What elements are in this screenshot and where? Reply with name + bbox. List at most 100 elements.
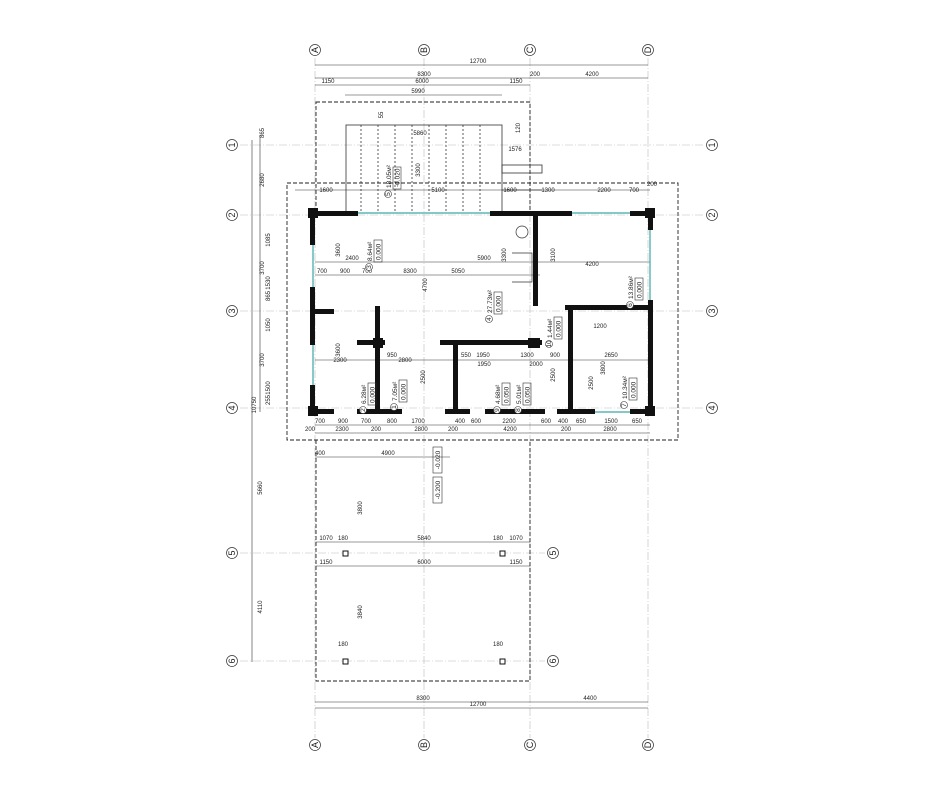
dimension-label: 1600 [319, 188, 333, 194]
wall-segment [357, 340, 385, 345]
walls [308, 208, 655, 416]
dimension-label: 3300 [416, 163, 422, 177]
wall-segment [648, 210, 653, 230]
dimension-label: 4200 [585, 72, 599, 78]
columns [342, 550, 506, 665]
dimension-label: 200 [530, 72, 541, 78]
level-mark: -0.020 [432, 446, 443, 474]
svg-text:7: 7 [621, 403, 628, 407]
wall-segment [308, 406, 318, 416]
dimension-label: 1200 [593, 324, 607, 330]
dimension-label: 2800 [603, 427, 617, 433]
svg-text:B: B [419, 47, 429, 53]
dimension-label: 3300 [502, 248, 508, 262]
dimension-label: 3600 [336, 243, 342, 257]
dimension-label: 1950 [476, 353, 490, 359]
dimension-label: 2200 [502, 419, 516, 425]
dimension-label: 1150 [510, 79, 524, 85]
dimension-label: 3700 [260, 353, 266, 367]
dimension-label: 200 [448, 427, 459, 433]
axis-bubble-3: 3 [706, 305, 718, 317]
axis-bubble-3: 3 [226, 305, 238, 317]
dimension-label: 2300 [333, 358, 347, 364]
svg-text:D: D [643, 741, 653, 748]
dimension-label: 5050 [451, 269, 465, 275]
dimension-label: 3100 [551, 248, 557, 262]
dimension-label: 650 [576, 419, 587, 425]
dimension-label: 700 [629, 188, 640, 194]
svg-text:7.05м²: 7.05м² [392, 381, 399, 401]
dimension-label: 6000 [415, 79, 429, 85]
dimension-label: 1576 [508, 147, 522, 153]
dimension-label: 200 [561, 427, 572, 433]
svg-text:2: 2 [360, 408, 367, 412]
dimension-label: 5990 [411, 89, 425, 95]
dimension-label: 800 [387, 419, 398, 425]
svg-text:4: 4 [486, 317, 493, 321]
axis-bubble-B: B [418, 44, 430, 56]
svg-text:4: 4 [227, 405, 237, 410]
svg-text:8: 8 [515, 408, 522, 412]
svg-text:0.000: 0.000 [370, 386, 377, 403]
dimension-label: 8300 [403, 269, 417, 275]
wall-segment [310, 210, 315, 245]
svg-text:0.000: 0.000 [556, 320, 563, 337]
dimension-label: 5860 [413, 131, 427, 137]
axis-bubble-2: 2 [226, 209, 238, 221]
svg-text:18.05м²: 18.05м² [386, 164, 393, 188]
dimension-label: 1070 [509, 536, 523, 542]
axis-bubble-4: 4 [226, 402, 238, 414]
axis-bubble-C: C [524, 739, 536, 751]
dimension-label: 400 [558, 419, 569, 425]
dimension-label: 900 [340, 269, 351, 275]
svg-text:5: 5 [548, 550, 558, 555]
dimension-label: 865 [266, 290, 272, 301]
wall-segment [557, 409, 595, 414]
wall-segment [568, 305, 573, 412]
svg-text:1: 1 [707, 142, 717, 147]
wall-segment [310, 309, 334, 314]
dimension-label: 1085 [266, 233, 272, 247]
svg-text:-0.020: -0.020 [435, 450, 442, 469]
dimension-label: 650 [632, 419, 643, 425]
dimension-label: 1070 [319, 536, 333, 542]
dimension-label: 5100 [431, 188, 445, 194]
wall-segment [308, 208, 318, 218]
svg-text:0.000: 0.000 [496, 295, 503, 312]
svg-text:6: 6 [627, 303, 634, 307]
dimension-label: 400 [455, 419, 466, 425]
svg-text:B: B [419, 742, 429, 748]
dimension-label: 2680 [260, 173, 266, 187]
dimension-label: 2200 [597, 188, 611, 194]
svg-text:5: 5 [227, 550, 237, 555]
dimension-label: 5840 [417, 536, 431, 542]
dimension-label: 3840 [358, 605, 364, 619]
svg-text:0.050: 0.050 [525, 386, 532, 403]
svg-text:0.000: 0.000 [637, 281, 644, 298]
dimension-label: 180 [338, 642, 349, 648]
wall-segment [645, 208, 655, 218]
dimension-label: 2800 [398, 358, 412, 364]
svg-text:2: 2 [707, 212, 717, 217]
dimension-label: 2500 [421, 370, 427, 384]
wall-segment [648, 300, 653, 412]
wall-segment [630, 409, 655, 414]
wall-segment [310, 287, 315, 345]
dimension-label: 5660 [258, 481, 264, 495]
dimension-label: 200 [371, 427, 382, 433]
svg-text:0.000: 0.000 [401, 383, 408, 400]
dimension-label: 8300 [417, 72, 431, 78]
dimension-label: 2500 [551, 368, 557, 382]
dimension-label: 2800 [414, 427, 428, 433]
svg-text:2: 2 [227, 212, 237, 217]
svg-text:1: 1 [227, 142, 237, 147]
wall-segment [528, 338, 540, 348]
axis-bubble-C: C [524, 44, 536, 56]
